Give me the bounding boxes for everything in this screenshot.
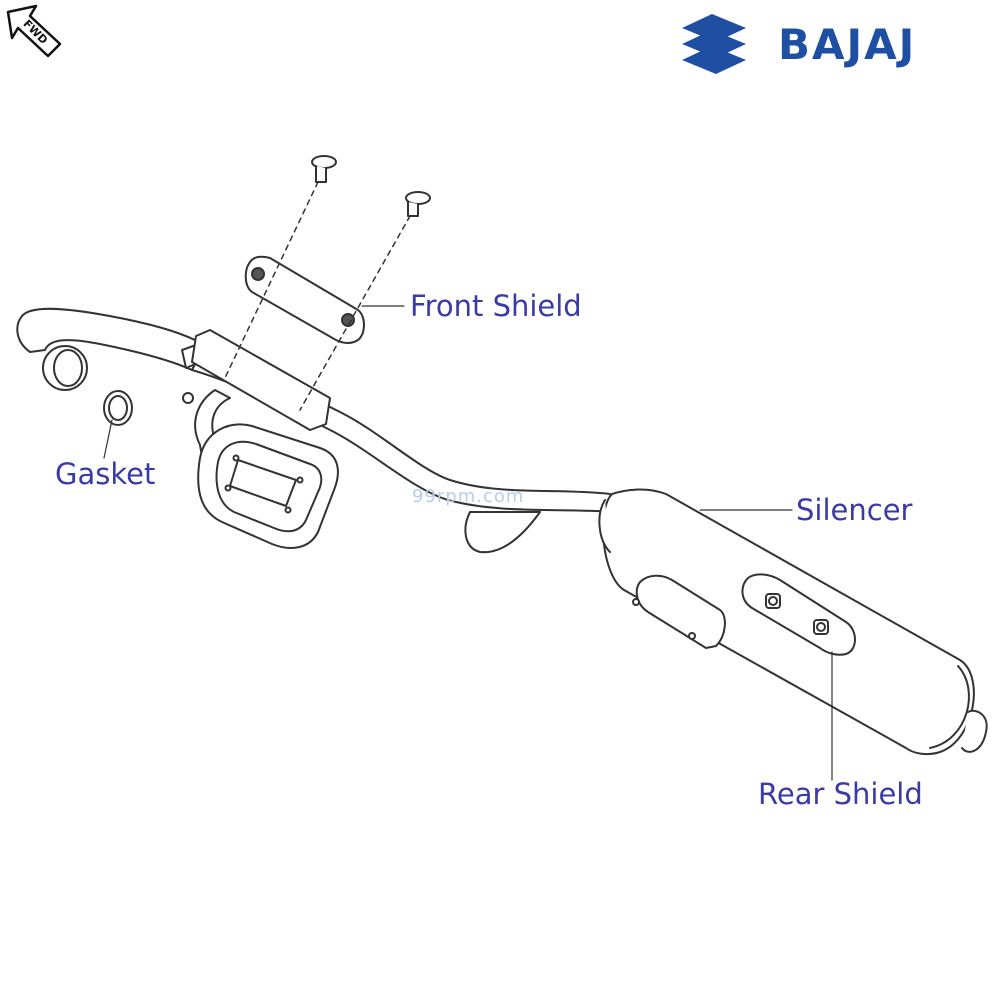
header-pipe	[16, 307, 231, 481]
fwd-arrow-icon: FWD	[6, 4, 62, 58]
bajaj-hexagon-logo-icon	[682, 14, 746, 74]
gasket-part	[103, 390, 133, 426]
brand-name: BAJAJ	[778, 20, 917, 69]
front-shield-mount	[191, 329, 331, 431]
label-gasket: Gasket	[55, 457, 156, 491]
exhaust-flange	[197, 423, 339, 549]
bolt-guide-lines	[223, 181, 411, 411]
rear-shield-part	[741, 573, 856, 656]
bolt-right	[405, 191, 431, 217]
label-silencer: Silencer	[796, 493, 913, 527]
front-shield-part	[244, 255, 365, 344]
label-rear-shield: Rear Shield	[758, 777, 923, 811]
bolt-left	[311, 155, 337, 183]
leader-lines	[103, 305, 833, 781]
label-front-shield: Front Shield	[410, 289, 582, 323]
watermark: 99rpm.com	[412, 486, 525, 507]
